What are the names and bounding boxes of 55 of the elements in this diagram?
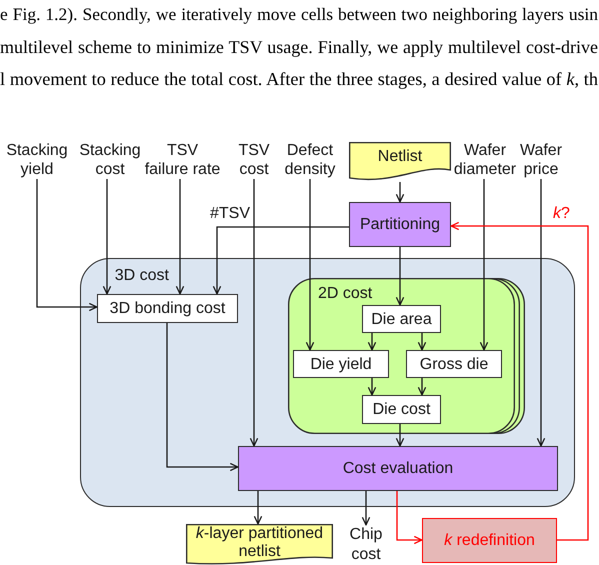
process-label: Gross die [420, 354, 488, 374]
arrow [368, 378, 376, 396]
stacked-group-panel [288, 278, 525, 434]
process-box [422, 518, 557, 563]
arrow [396, 424, 404, 447]
arrow [396, 247, 404, 306]
arrow [480, 179, 488, 351]
arrow [306, 179, 314, 351]
arrow [212, 226, 349, 295]
input-label: Stacking cost [77, 141, 143, 179]
process-label: Cost evaluation [342, 459, 454, 478]
arrow [418, 378, 426, 396]
group-title: 2D cost [318, 284, 372, 303]
document-label: Netlist [376, 147, 424, 166]
arrow [536, 179, 546, 447]
body-text-line: e Fig. 1.2). Secondly, we iteratively move cells between two neighboring layers usin [0, 3, 598, 25]
arrow [250, 179, 258, 447]
process-label: Die cost [372, 400, 430, 419]
input-label: TSV cost [233, 141, 275, 179]
input-label: Wafer diameter [453, 141, 517, 179]
process-label: Die area [371, 310, 432, 328]
document-shape [186, 524, 333, 565]
input-label: Wafer price [517, 141, 565, 179]
process-box [349, 202, 451, 247]
process-box [293, 350, 389, 378]
output-label: Chip cost [346, 525, 386, 564]
arrow [396, 182, 404, 203]
group-panel [80, 258, 575, 507]
arrow [362, 491, 370, 526]
process-box [406, 350, 502, 378]
document-label: k-layer partitioned netlist [194, 524, 324, 560]
body-text-line: l movement to reduce the total cost. After the three stages, a desired value of k, th [0, 68, 598, 90]
body-text-line: multilevel scheme to minimize TSV usage. Finally, we apply multilevel cost-drive [0, 36, 598, 58]
arrow [176, 179, 184, 295]
arrow [102, 179, 112, 295]
process-box [362, 395, 441, 424]
process-box [238, 446, 558, 491]
process-box [97, 294, 238, 323]
input-label: Defect density [282, 141, 338, 179]
process-label: Die yield [310, 354, 372, 374]
arrow [166, 323, 239, 472]
process-label: k redefinition [444, 531, 535, 550]
document-shape [349, 142, 451, 182]
arrow [368, 333, 376, 351]
process-label: 3D bonding cost [110, 299, 226, 318]
input-label: TSV failure rate [144, 141, 221, 179]
input-label: Stacking yield [3, 141, 71, 179]
arrow [450, 222, 589, 541]
group-title: 3D cost [114, 266, 169, 285]
arrow [254, 491, 262, 525]
arrow [396, 491, 423, 544]
arrow [36, 179, 98, 312]
process-box [362, 305, 441, 333]
arrow [418, 333, 426, 351]
process-label: Partitioning [360, 215, 440, 234]
